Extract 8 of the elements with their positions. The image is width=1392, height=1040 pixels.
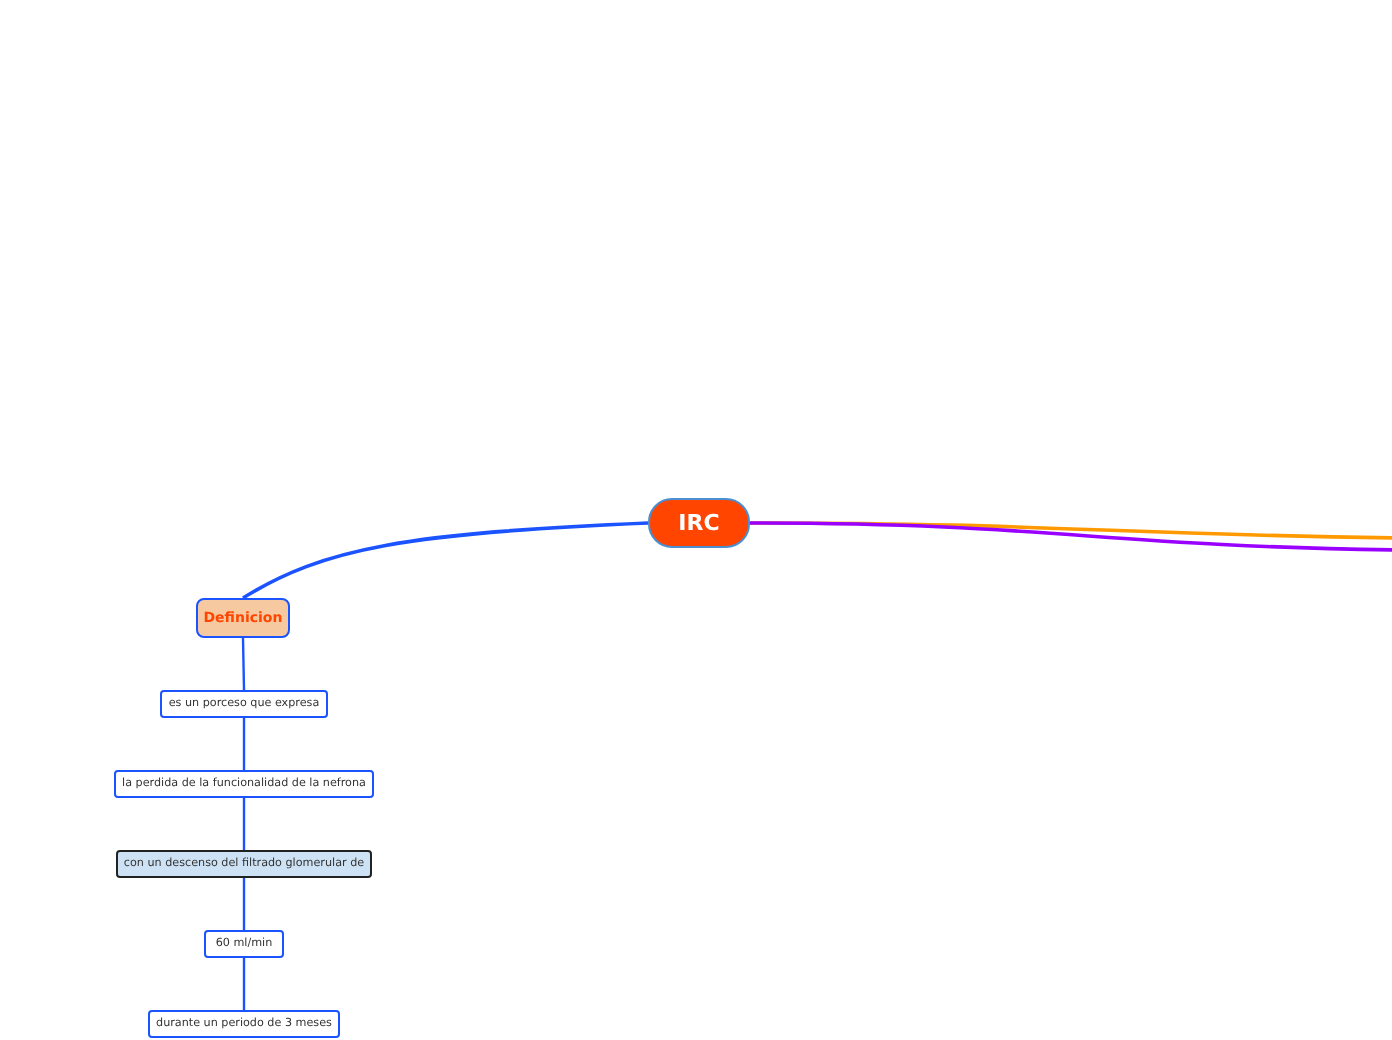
connector [242,521,649,600]
root-topic: IRC [648,498,750,548]
connector [242,878,246,930]
connector [242,718,246,770]
connector [241,637,246,691]
connector [242,958,246,1010]
connector [242,798,246,850]
connector [750,521,1392,552]
